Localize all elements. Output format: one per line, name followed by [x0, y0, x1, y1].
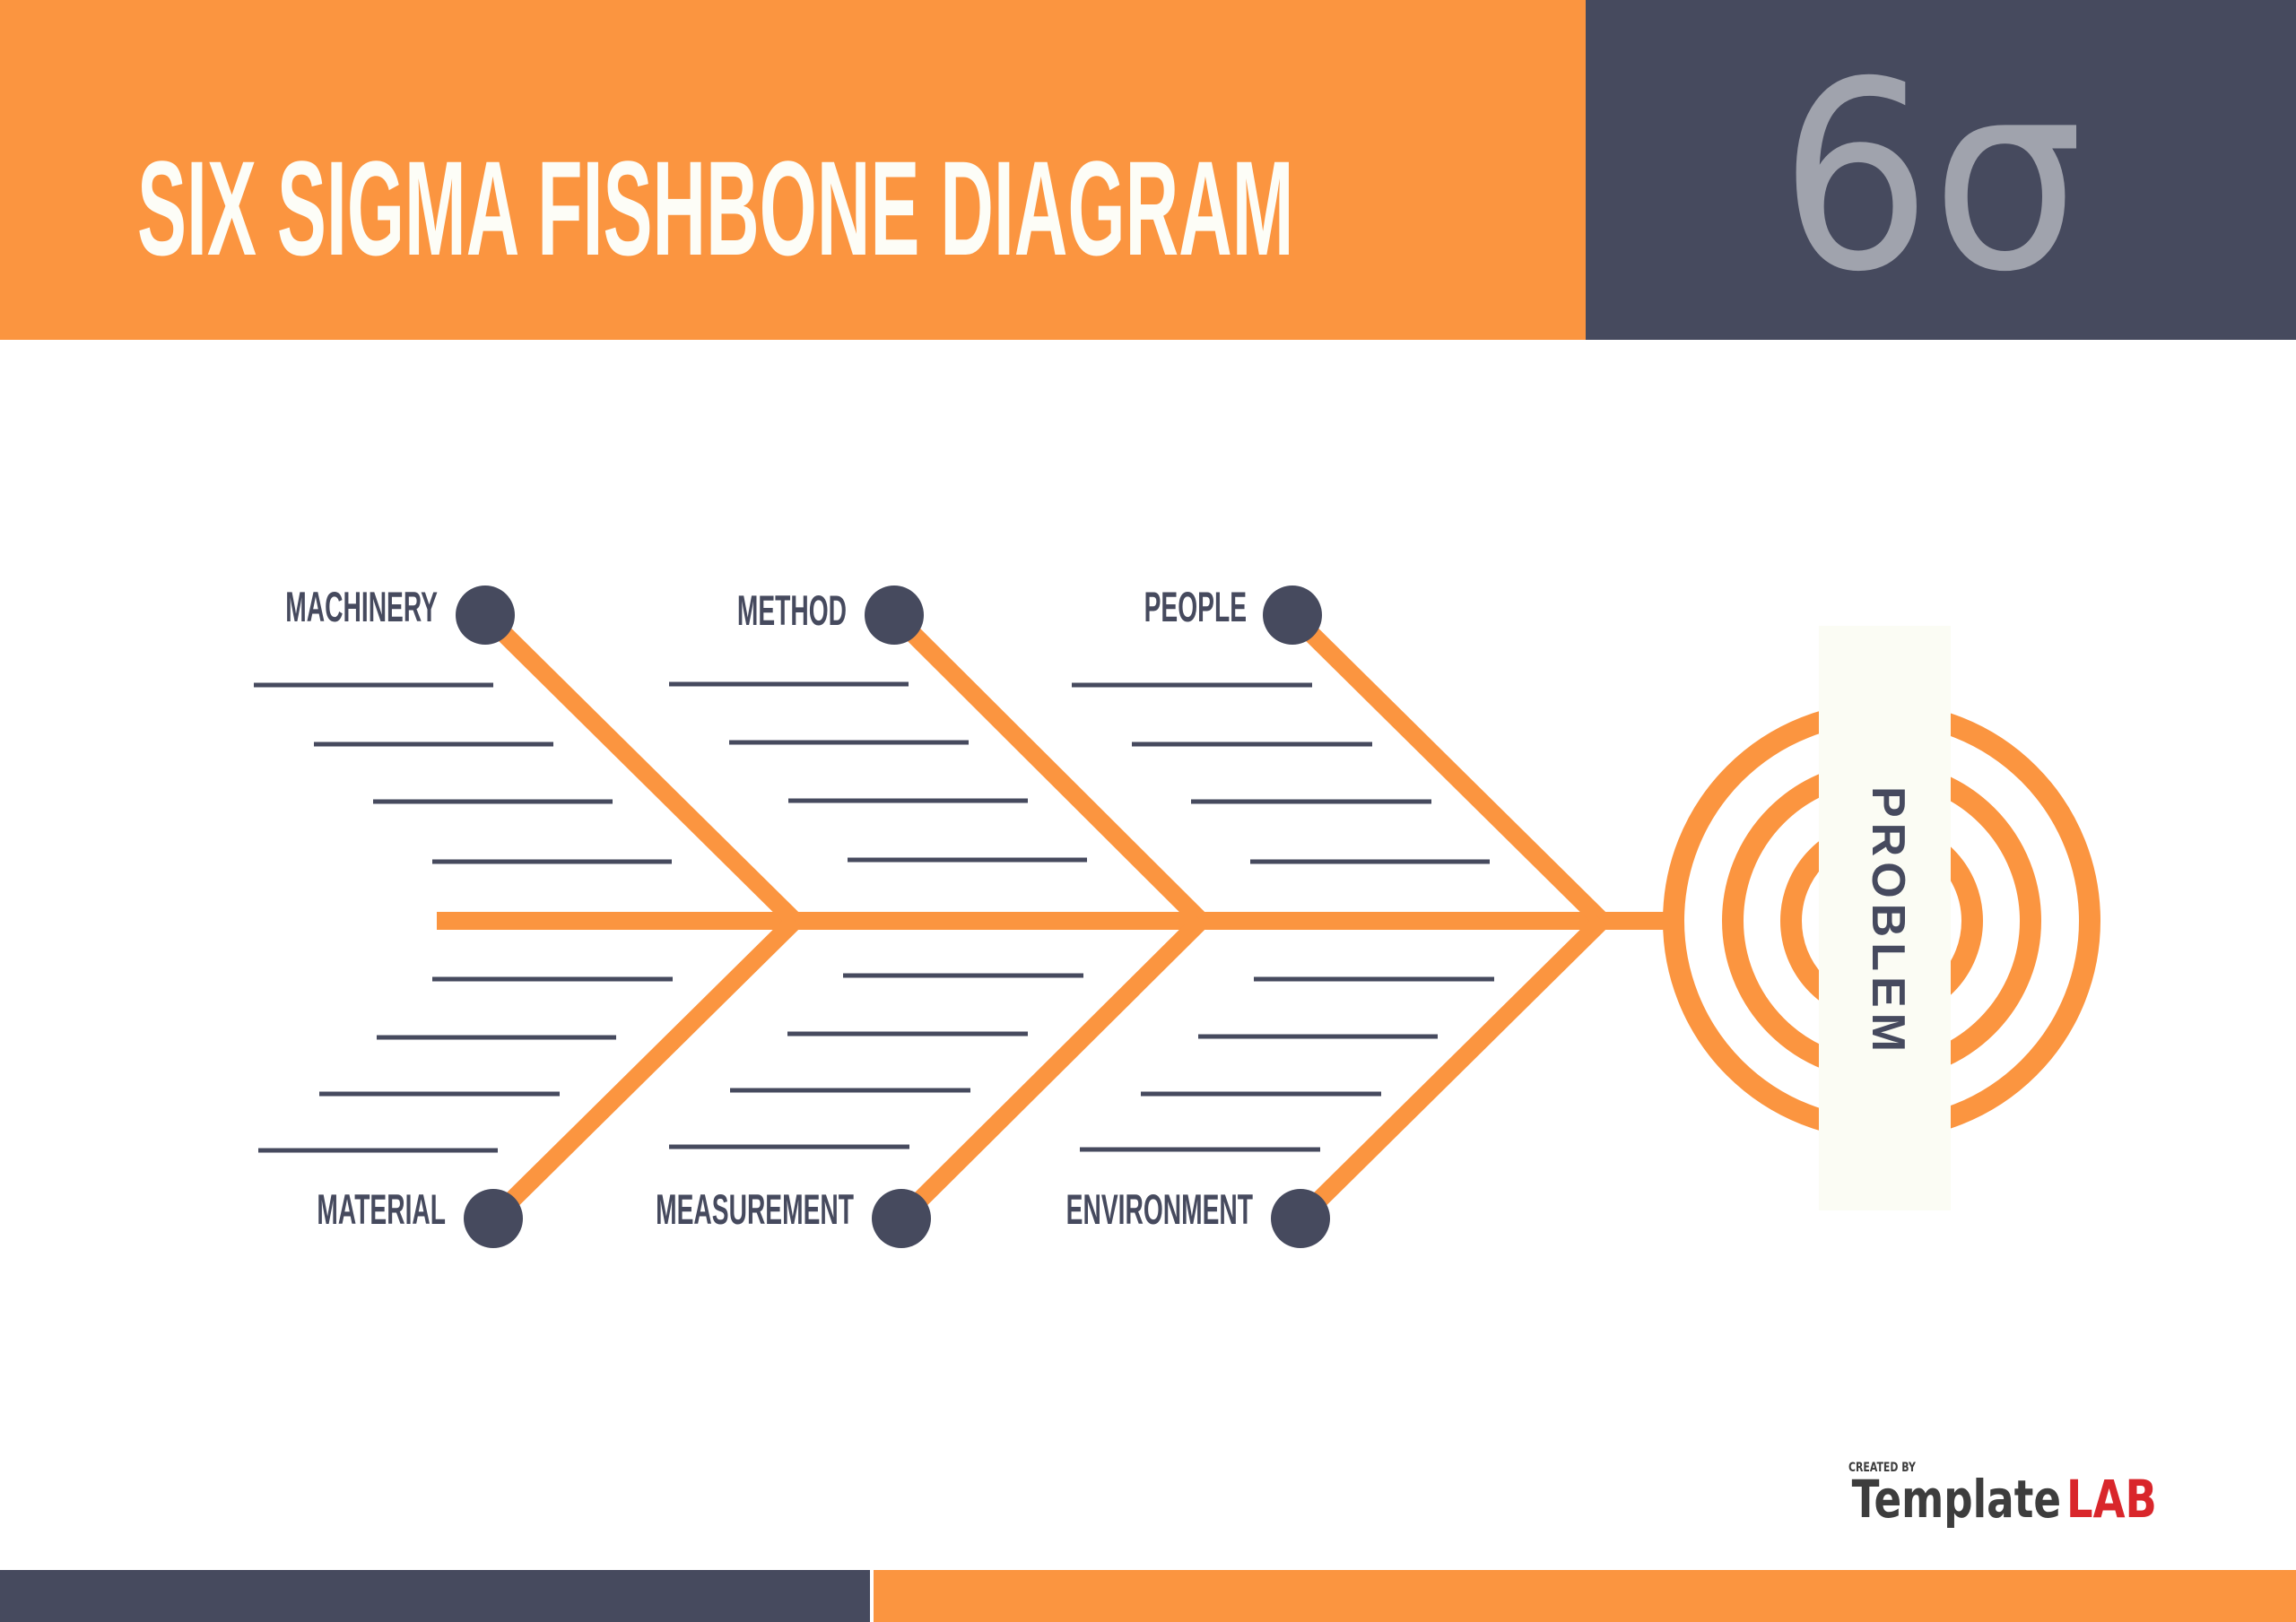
problem-box[interactable]	[1819, 626, 1951, 1210]
header-navy-band	[1586, 0, 2296, 340]
cause-lines-material	[258, 976, 673, 1153]
logo-brand-main: Template	[1852, 1470, 2061, 1531]
problem-label: PROBLEM	[1862, 786, 1914, 1057]
label-method: METHOD	[737, 588, 847, 635]
logo-created-by: CREATED BY	[1848, 1460, 1917, 1475]
footer-navy-bar	[0, 1570, 870, 1622]
bone-material	[486, 914, 802, 1226]
label-measurement: MEASUREMENT	[656, 1187, 854, 1234]
node-people[interactable]	[1263, 585, 1322, 645]
six-sigma-symbol: 6σ	[1779, 25, 2083, 328]
label-people: PEOPLE	[1144, 585, 1247, 631]
bone-environment	[1293, 914, 1609, 1226]
header-orange-band	[0, 0, 1586, 340]
bone-method	[887, 608, 1208, 928]
footer-orange-bar	[874, 1570, 2296, 1622]
fishbone-skeleton	[437, 608, 1665, 1226]
bone-people	[1285, 608, 1609, 928]
templatelab-logo[interactable]: CREATED BY Template LAB	[1848, 1460, 2157, 1531]
node-method[interactable]	[865, 585, 924, 645]
label-environment: ENVIRONMENT	[1066, 1187, 1254, 1234]
node-measurement[interactable]	[872, 1189, 931, 1248]
cause-lines-method	[669, 681, 1087, 863]
label-material: MATERIAL	[317, 1187, 446, 1234]
page-title: SIX SIGMA FISHBONE DIAGRAM	[137, 133, 1293, 284]
category-nodes	[456, 585, 1330, 1248]
node-material[interactable]	[464, 1189, 523, 1248]
node-environment[interactable]	[1271, 1189, 1330, 1248]
cause-lines-environment	[1080, 976, 1494, 1152]
footer	[0, 1570, 2296, 1622]
label-machinery: MACHINERY	[285, 585, 438, 631]
logo-brand-accent: LAB	[2066, 1470, 2157, 1530]
category-labels: MACHINERY METHOD PEOPLE MATERIAL MEASURE…	[285, 585, 1253, 1234]
cause-lines-measurement	[669, 973, 1083, 1149]
bone-measurement	[894, 914, 1208, 1226]
cause-lines-people	[1072, 682, 1490, 864]
node-machinery[interactable]	[456, 585, 515, 645]
cause-lines-machinery	[254, 682, 672, 864]
bone-machinery	[478, 608, 802, 928]
header: SIX SIGMA FISHBONE DIAGRAM 6σ	[0, 0, 2296, 340]
